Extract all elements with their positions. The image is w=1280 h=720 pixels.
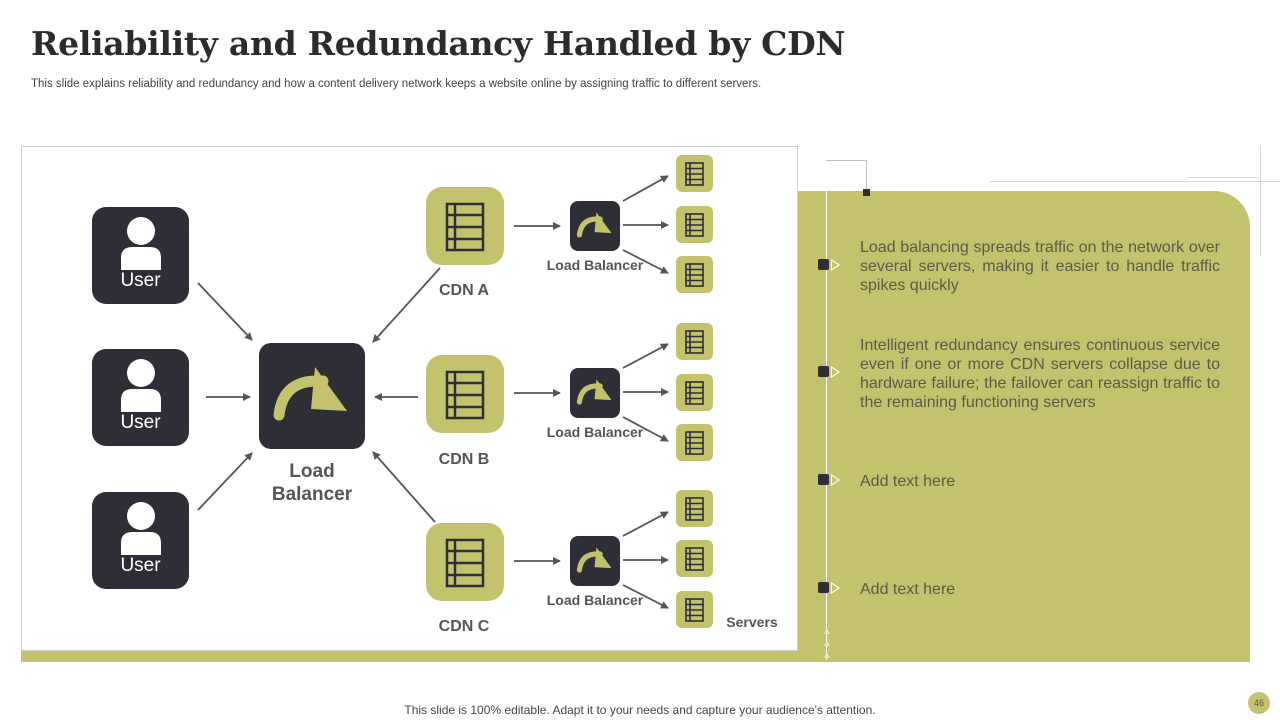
point-text-3: Add text here: [860, 473, 956, 490]
sub-load-balancer-b: [570, 368, 620, 418]
cdn-a-node: [426, 187, 504, 265]
server-node: [676, 206, 713, 243]
server-icon: [685, 431, 704, 455]
decor-line-v: [1260, 146, 1261, 256]
arrow-user3-lb: [197, 452, 253, 511]
user-label: User: [120, 412, 161, 433]
user-node-1: User: [92, 207, 189, 304]
arrow-sublbb-s3: [622, 416, 669, 442]
arrow-sublbc-s1: [622, 511, 669, 537]
redirect-arrow-icon: [576, 212, 612, 238]
user-icon: [121, 217, 161, 270]
user-icon: [121, 502, 161, 555]
server-node: [676, 374, 713, 411]
point-text-2: Intelligent redundancy ensures continuou…: [860, 337, 1220, 411]
sub-load-balancer-a: [570, 201, 620, 251]
server-icon: [685, 213, 704, 237]
sub-load-balancer-b-label: Load Balancer: [546, 424, 644, 440]
bullet-marker: [818, 582, 844, 594]
user-label: User: [120, 555, 161, 576]
arrow-cdna-lb: [372, 267, 441, 343]
server-icon: [685, 598, 704, 622]
server-node: [676, 424, 713, 461]
footer-note: This slide is 100% editable. Adapt it to…: [404, 703, 876, 717]
slide-subtitle: This slide explains reliability and redu…: [31, 78, 762, 90]
arrow-user1-lb: [197, 282, 253, 341]
server-node: [676, 256, 713, 293]
arrow-sublba-s1: [622, 175, 669, 202]
server-rack-icon: [445, 538, 485, 588]
decor-line-h: [990, 181, 1280, 182]
server-icon: [685, 547, 704, 571]
timeline-end-arrows: [824, 628, 830, 658]
text-panel: [790, 191, 1250, 662]
timeline-connector: [826, 160, 867, 161]
user-node-2: User: [92, 349, 189, 446]
server-icon: [685, 497, 704, 521]
point-text-4: Add text here: [860, 581, 956, 598]
server-node: [676, 490, 713, 527]
sub-load-balancer-c-label: Load Balancer: [546, 592, 644, 608]
server-node: [676, 591, 713, 628]
point-text-1: Load balancing spreads traffic on the ne…: [860, 239, 1220, 294]
cdn-a-label: CDN A: [438, 282, 490, 299]
cdn-b-label: CDN B: [438, 451, 490, 468]
sub-load-balancer-c: [570, 536, 620, 586]
bullet-marker: [818, 259, 844, 271]
user-node-3: User: [92, 492, 189, 589]
server-rack-icon: [445, 370, 485, 420]
redirect-arrow-icon: [273, 367, 347, 421]
main-load-balancer-label: Load Balancer: [271, 461, 353, 505]
servers-label: Servers: [726, 614, 778, 630]
main-load-balancer-node: [259, 343, 365, 449]
server-icon: [685, 162, 704, 186]
timeline-line: [826, 160, 827, 660]
arrow-sublbb-s1: [622, 343, 669, 369]
bullet-marker: [818, 366, 844, 378]
bottom-strip: [21, 651, 802, 662]
server-icon: [685, 381, 704, 405]
server-node: [676, 323, 713, 360]
server-rack-icon: [445, 202, 485, 252]
cdn-c-label: CDN C: [438, 618, 490, 635]
timeline-connector-drop: [866, 160, 867, 190]
server-node: [676, 540, 713, 577]
slide-title: Reliability and Redundancy Handled by CD…: [31, 24, 846, 63]
server-node: [676, 155, 713, 192]
redirect-arrow-icon: [576, 547, 612, 573]
server-icon: [685, 330, 704, 354]
sub-load-balancer-a-label: Load Balancer: [546, 257, 644, 273]
user-icon: [121, 359, 161, 412]
page-number: 46: [1248, 692, 1270, 714]
decor-line-h2: [1188, 177, 1258, 178]
redirect-arrow-icon: [576, 379, 612, 405]
server-icon: [685, 263, 704, 287]
bullet-marker: [818, 474, 844, 486]
arrow-cdnc-lb: [372, 451, 436, 523]
arrow-sublbc-s3: [622, 584, 669, 609]
cdn-c-node: [426, 523, 504, 601]
cdn-b-node: [426, 355, 504, 433]
timeline-anchor-dot: [863, 189, 870, 196]
user-label: User: [120, 270, 161, 291]
arrow-sublba-s3: [622, 249, 669, 274]
